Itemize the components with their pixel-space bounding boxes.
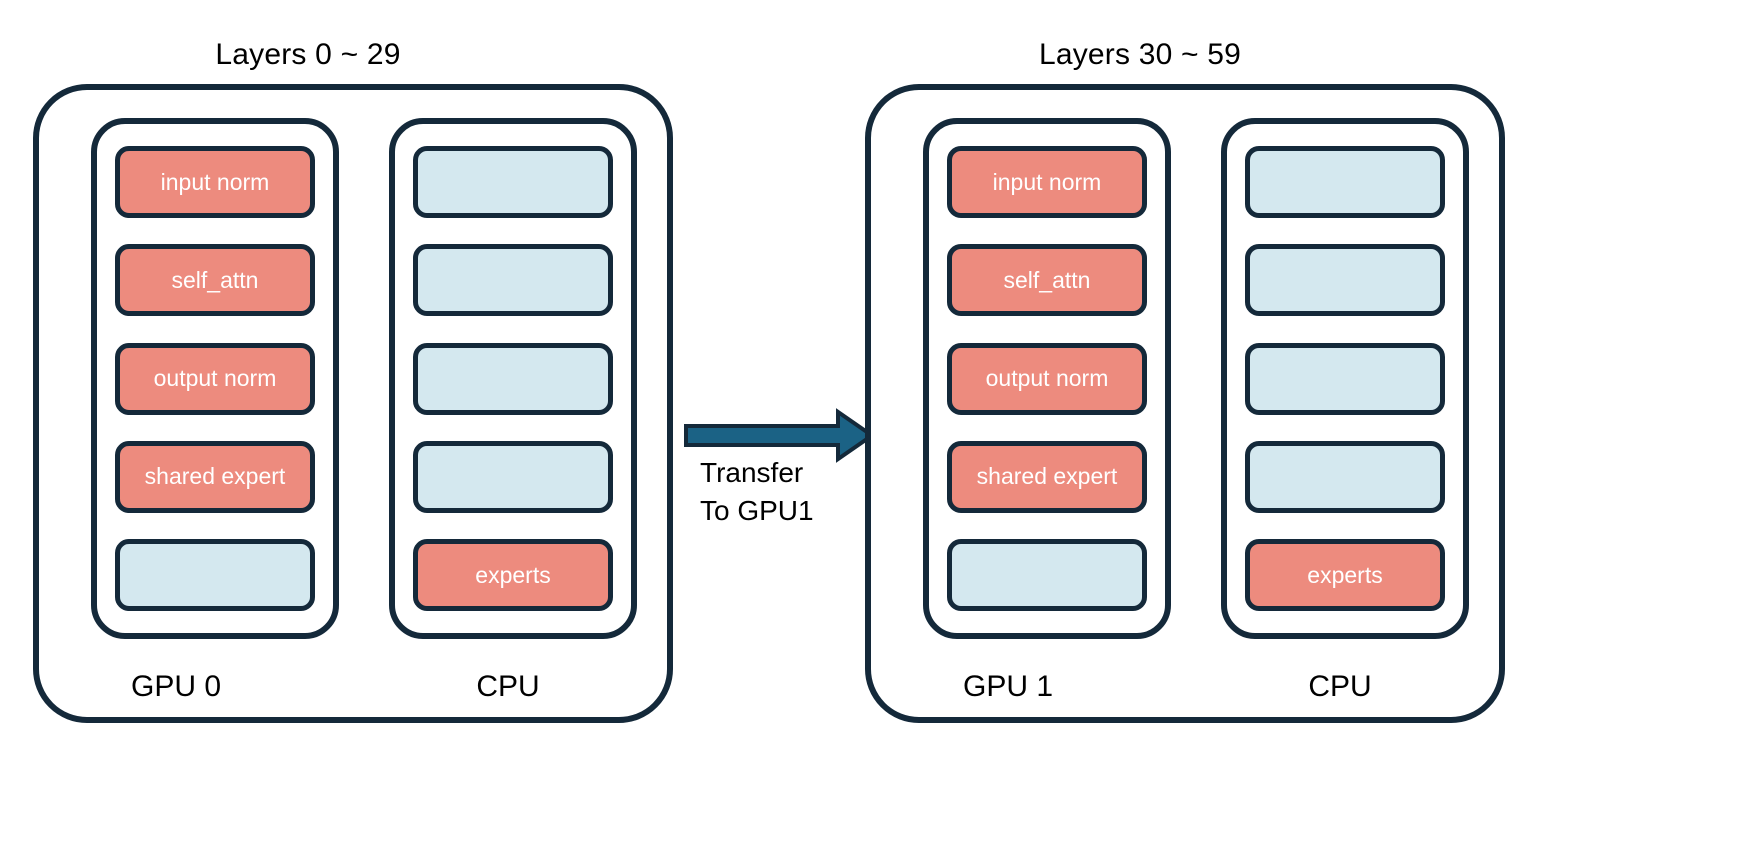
slot-empty[interactable] <box>1245 146 1445 218</box>
slot-self-attn[interactable]: self_attn <box>947 244 1147 317</box>
device-column-gpu-0: input norm self_attn output norm shared … <box>91 118 339 639</box>
slot-experts[interactable]: experts <box>1245 539 1445 611</box>
device-column-cpu-1: experts <box>1221 118 1469 639</box>
transfer-label-line1: Transfer <box>700 457 804 488</box>
group-title-0: Layers 0 ~ 29 <box>215 38 401 71</box>
slot-input-norm[interactable]: input norm <box>947 146 1147 218</box>
device-label-gpu-0: GPU 0 <box>130 670 222 703</box>
device-column-cpu-0: experts <box>389 118 637 639</box>
slot-empty[interactable] <box>947 539 1147 611</box>
slot-empty[interactable] <box>413 146 613 218</box>
slot-empty[interactable] <box>1245 342 1445 415</box>
slot-empty[interactable] <box>413 440 613 513</box>
slot-input-norm[interactable]: input norm <box>115 146 315 218</box>
device-label-gpu-1: GPU 1 <box>962 670 1054 703</box>
device-label-cpu-1: CPU <box>1308 670 1372 703</box>
transfer-label-line2: To GPU1 <box>700 495 814 526</box>
device-column-gpu-1: input norm self_attn output norm shared … <box>923 118 1171 639</box>
slot-empty[interactable] <box>413 342 613 415</box>
slot-self-attn[interactable]: self_attn <box>115 244 315 317</box>
transfer-arrow <box>684 408 876 463</box>
device-label-cpu-0: CPU <box>476 670 540 703</box>
slot-output-norm[interactable]: output norm <box>115 342 315 415</box>
slot-empty[interactable] <box>115 539 315 611</box>
slot-experts[interactable]: experts <box>413 539 613 611</box>
slot-empty[interactable] <box>1245 244 1445 317</box>
node-group-0: input norm self_attn output norm shared … <box>33 84 673 723</box>
slot-empty[interactable] <box>413 244 613 317</box>
node-group-1: input norm self_attn output norm shared … <box>865 84 1505 723</box>
group-title-1: Layers 30 ~ 59 <box>1038 38 1242 71</box>
slot-shared-expert[interactable]: shared expert <box>947 440 1147 513</box>
slot-output-norm[interactable]: output norm <box>947 342 1147 415</box>
slot-empty[interactable] <box>1245 440 1445 513</box>
slot-shared-expert[interactable]: shared expert <box>115 440 315 513</box>
